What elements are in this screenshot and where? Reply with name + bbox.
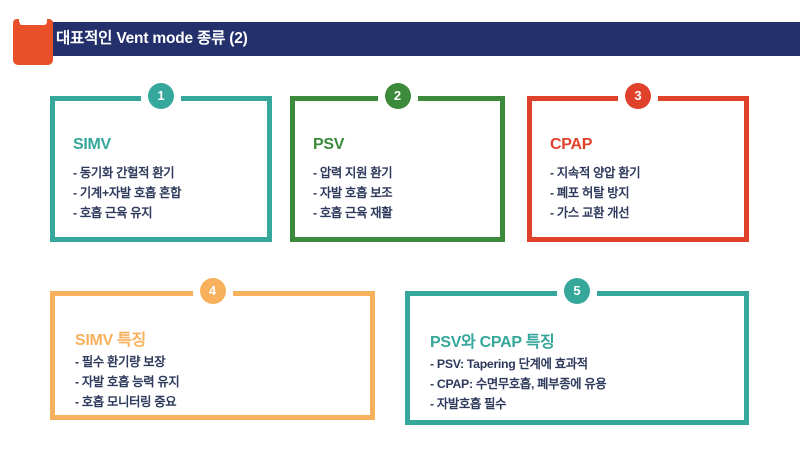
slide-header: 대표적인 Vent mode 종류 (2) [0, 17, 800, 65]
feature-card-psv-cpap: PSV와 CPAP 특징 - PSV: Tapering 단계에 효과적 - C… [405, 291, 749, 425]
mode-card-simv-content: SIMV - 동기화 간헐적 환기 - 기계+자발 호흡 혼합 - 호흡 근육 … [55, 101, 267, 237]
mode-card-psv: PSV - 압력 지원 환기 - 자발 호흡 보조 - 호흡 근육 재활 [290, 96, 505, 242]
list-item: - 호흡 모니터링 중요 [75, 395, 177, 409]
book-icon-pages-notch [19, 17, 47, 25]
feature-card-psv-cpap-content: PSV와 CPAP 특징 - PSV: Tapering 단계에 효과적 - C… [410, 296, 744, 420]
book-icon [13, 17, 53, 65]
list-item: - 가스 교환 개선 [550, 206, 630, 220]
mode-card-cpap-bullets: - 지속적 양압 환기 - 폐포 허탈 방지 - 가스 교환 개선 [550, 163, 641, 223]
mode-card-simv: SIMV - 동기화 간헐적 환기 - 기계+자발 호흡 혼합 - 호흡 근육 … [50, 96, 272, 242]
list-item: - 압력 지원 환기 [313, 166, 393, 180]
list-item: - 동기화 간헐적 환기 [73, 166, 175, 180]
list-item: - 호흡 근육 유지 [73, 206, 153, 220]
mode-card-psv-content: PSV - 압력 지원 환기 - 자발 호흡 보조 - 호흡 근육 재활 [295, 101, 500, 237]
list-item: - 지속적 양압 환기 [550, 166, 641, 180]
list-item: - 자발 호흡 능력 유지 [75, 375, 180, 389]
mode-card-simv-title: SIMV [73, 136, 111, 153]
book-icon-spine [17, 22, 20, 62]
mode-card-cpap-content: CPAP - 지속적 양압 환기 - 폐포 허탈 방지 - 가스 교환 개선 [532, 101, 744, 237]
list-item: - 기계+자발 호흡 혼합 [73, 186, 182, 200]
mode-card-psv-number-badge: 2 [384, 83, 411, 109]
mode-card-psv-title: PSV [313, 136, 345, 153]
header-title-bar [46, 22, 800, 56]
feature-card-simv-number-badge: 4 [199, 278, 226, 304]
feature-card-psv-cpap-bullets: - PSV: Tapering 단계에 효과적 - CPAP: 수면무호흡, 폐… [430, 354, 607, 414]
mode-card-simv-number-badge: 1 [148, 83, 174, 109]
feature-card-simv: SIMV 특징 - 필수 환기량 보장 - 자발 호흡 능력 유지 - 호흡 모… [50, 291, 375, 420]
feature-card-psv-cpap-number-badge: 5 [564, 278, 590, 304]
list-item: - PSV: Tapering 단계에 효과적 [430, 357, 588, 371]
page-title: 대표적인 Vent mode 종류 (2) [56, 30, 248, 47]
list-item: - 자발호흡 필수 [430, 397, 507, 411]
list-item: - 필수 환기량 보장 [75, 355, 166, 369]
list-item: - 자발 호흡 보조 [313, 186, 393, 200]
mode-card-cpap: CPAP - 지속적 양압 환기 - 폐포 허탈 방지 - 가스 교환 개선 [527, 96, 749, 242]
list-item: - 호흡 근육 재활 [313, 206, 393, 220]
list-item: - 폐포 허탈 방지 [550, 186, 630, 200]
mode-card-psv-bullets: - 압력 지원 환기 - 자발 호흡 보조 - 호흡 근육 재활 [313, 163, 393, 223]
mode-card-cpap-title: CPAP [550, 136, 593, 153]
mode-card-cpap-number-badge: 3 [625, 83, 651, 109]
feature-card-simv-bullets: - 필수 환기량 보장 - 자발 호흡 능력 유지 - 호흡 모니터링 중요 [75, 352, 180, 412]
mode-card-simv-bullets: - 동기화 간헐적 환기 - 기계+자발 호흡 혼합 - 호흡 근육 유지 [73, 163, 181, 223]
list-item: - CPAP: 수면무호흡, 폐부종에 유용 [430, 377, 607, 391]
feature-card-simv-title: SIMV 특징 [75, 332, 146, 349]
feature-card-psv-cpap-title: PSV와 CPAP 특징 [430, 334, 555, 351]
feature-card-simv-content: SIMV 특징 - 필수 환기량 보장 - 자발 호흡 능력 유지 - 호흡 모… [55, 296, 370, 415]
